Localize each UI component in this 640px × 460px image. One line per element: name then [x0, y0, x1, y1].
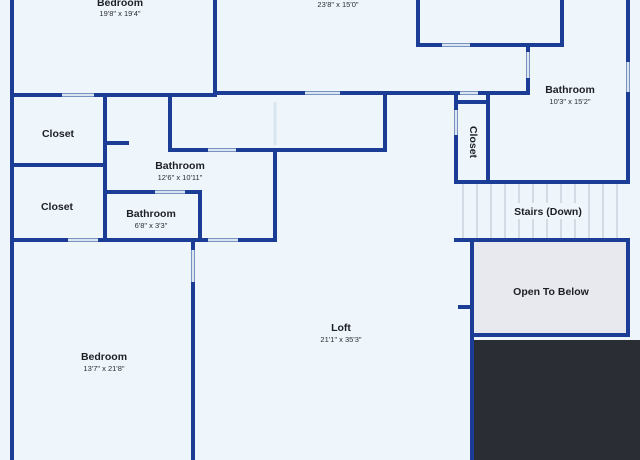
top-middle-dims: 23'8" x 15'0" [317, 0, 358, 9]
walls [10, 0, 630, 460]
closet-2-name: Closet [41, 201, 74, 213]
floor-area-lower [0, 300, 472, 460]
bathroom-center-dims: 12'6" x 10'11" [158, 173, 203, 182]
open-to-below-area [474, 242, 626, 333]
closet-1-name: Closet [42, 128, 75, 140]
room-bedroom-bottom-left: Bedroom 13'7" x 21'8" [81, 351, 127, 373]
bathroom-right-name: Bathroom [545, 84, 595, 96]
open-to-below-name: Open To Below [513, 286, 589, 298]
bathroom-right-dims: 10'3" x 15'2" [549, 97, 590, 106]
room-bathroom-right: Bathroom 10'3" x 15'2" [545, 84, 595, 106]
room-closet-1: Closet [42, 128, 75, 140]
closet-vertical-name: Closet [467, 126, 479, 159]
room-closet-2: Closet [41, 201, 74, 213]
room-closet-vertical: Closet [467, 126, 479, 159]
bathroom-small-dims: 6'8" x 3'3" [135, 221, 168, 230]
room-bathroom-center: Bathroom 12'6" x 10'11" [155, 160, 205, 182]
bathroom-small-name: Bathroom [126, 208, 176, 220]
bedroom-bottom-left-name: Bedroom [81, 351, 127, 363]
room-bathroom-small: Bathroom 6'8" x 3'3" [126, 208, 176, 230]
door-openings [62, 43, 630, 282]
bedroom-top-left-dims: 19'8" x 19'4" [99, 9, 140, 18]
room-top-middle: 23'8" x 15'0" [317, 0, 358, 9]
bedroom-top-left-name: Bedroom [97, 0, 143, 9]
loft-name: Loft [331, 322, 351, 334]
bathroom-center-name: Bathroom [155, 160, 205, 172]
room-loft: Loft 21'1" x 35'3" [320, 322, 361, 344]
loft-dims: 21'1" x 35'3" [320, 335, 361, 344]
room-bedroom-top-left: Bedroom 19'8" x 19'4" [97, 0, 143, 18]
stairs-name: Stairs (Down) [514, 206, 582, 218]
stairs-label-bg [508, 203, 588, 219]
room-open-to-below: Open To Below [513, 286, 589, 298]
bedroom-bottom-left-dims: 13'7" x 21'8" [83, 364, 124, 373]
room-stairs: Stairs (Down) [508, 203, 588, 219]
